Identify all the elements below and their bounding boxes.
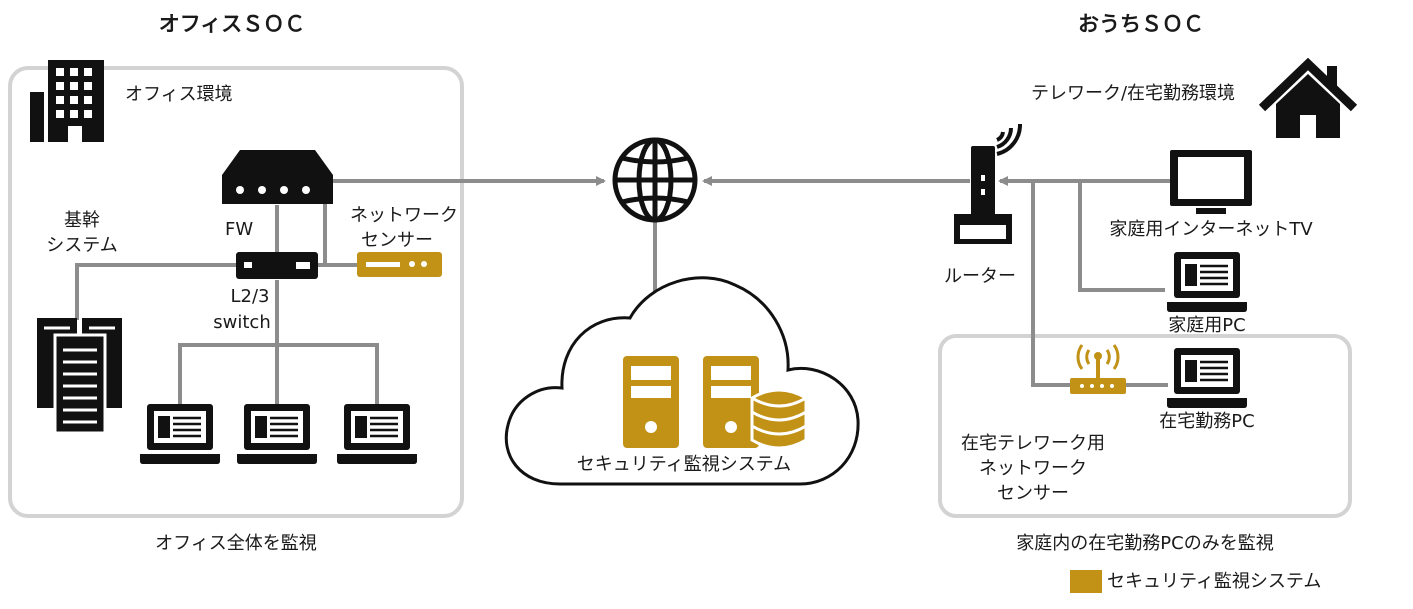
telework-sensor-box bbox=[938, 334, 1352, 518]
database-icon bbox=[750, 388, 808, 450]
router-icon bbox=[954, 146, 1012, 244]
switch-label-line2: switch bbox=[213, 312, 270, 333]
server-icon bbox=[623, 356, 679, 448]
office-environment-label: オフィス環境 bbox=[125, 84, 233, 105]
work-pc-label: 在宅勤務PC bbox=[1159, 411, 1254, 432]
sensor-icon bbox=[1070, 344, 1126, 394]
home-pc-label: 家庭用PC bbox=[1168, 315, 1245, 336]
legend-swatch bbox=[1070, 570, 1102, 593]
fw-label: FW bbox=[225, 219, 253, 240]
globe-icon bbox=[612, 137, 698, 223]
office-caption: オフィス全体を監視 bbox=[155, 533, 317, 554]
office-sensor-label-line2: センサー bbox=[361, 230, 433, 251]
sensor-icon bbox=[357, 252, 442, 277]
wifi-icon bbox=[995, 123, 1023, 156]
laptop-icon bbox=[337, 404, 417, 464]
home-pc-line bbox=[1078, 181, 1165, 292]
laptop-icon bbox=[237, 404, 317, 464]
telework-sensor-label-line2: ネットワーク bbox=[979, 458, 1087, 479]
telework-sensor-label-line3: センサー bbox=[997, 483, 1069, 504]
building-icon bbox=[30, 60, 104, 142]
server-icon bbox=[703, 356, 759, 448]
core-system-label-line1: 基幹 bbox=[64, 210, 100, 231]
telework-sensor-label-line1: 在宅テレワーク用 bbox=[961, 433, 1105, 454]
cloud-label: セキュリティ監視システム bbox=[577, 454, 791, 475]
house-icon bbox=[1258, 57, 1358, 138]
tv-icon bbox=[1170, 150, 1252, 214]
switch-label-line1: L2/3 bbox=[231, 286, 270, 307]
home-caption: 家庭内の在宅勤務PCのみを監視 bbox=[1016, 533, 1273, 554]
tv-label: 家庭用インターネットTV bbox=[1109, 219, 1313, 240]
laptop-icon bbox=[140, 404, 220, 464]
home-environment-label: テレワーク/在宅勤務環境 bbox=[1031, 83, 1235, 104]
switch-icon bbox=[236, 252, 318, 279]
legend-label: セキュリティ監視システム bbox=[1107, 571, 1321, 592]
router-to-sensor-line bbox=[1031, 181, 1070, 387]
core-system-label-line2: システム bbox=[46, 235, 117, 256]
office-sensor-label-line1: ネットワーク bbox=[350, 205, 458, 226]
firewall-icon bbox=[222, 150, 333, 204]
switch-to-core-system-line bbox=[75, 263, 236, 320]
office-environment-box bbox=[8, 66, 464, 518]
laptop-icon bbox=[1167, 252, 1247, 312]
home-soc-title: おうちＳＯＣ bbox=[1078, 12, 1204, 36]
core-system-server-icon bbox=[37, 318, 122, 435]
laptop-icon bbox=[1167, 348, 1247, 408]
router-label: ルーター bbox=[944, 266, 1016, 287]
office-soc-title: オフィスＳＯＣ bbox=[159, 12, 306, 36]
